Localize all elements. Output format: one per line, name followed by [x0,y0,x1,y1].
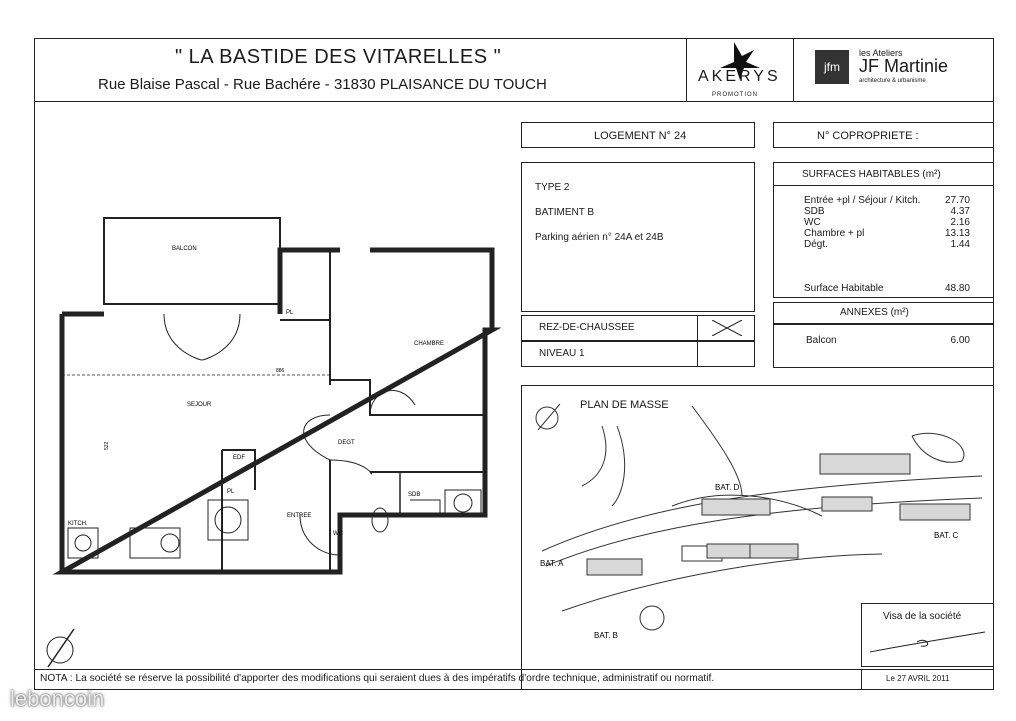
site-label-bat-b: BAT. B [594,631,618,640]
logement-parking: Parking aérien n° 24A et 24B [535,232,664,243]
plan-label-pl-chambre: PL [286,310,294,316]
site-label-bat-d: BAT. D [715,483,740,492]
visa-box [861,603,994,667]
architect-line2: JF Martinie [859,56,949,76]
plan-dimension-522: 522 [104,441,110,450]
site-label-bat-c: BAT. C [934,531,959,540]
niveau-check-cell [697,341,755,367]
plan-dimension-886: 886 [276,368,285,374]
footer-note: NOTA : La société se réserve la possibil… [40,673,715,684]
header-band [34,38,994,102]
logement-batiment: BATIMENT B [535,207,595,218]
akerys-logo: AKERYS PROMOTION [690,40,790,100]
surface-row: Entrée +pl / Séjour / Kitch.27.70 [804,195,970,206]
floor-plan: BALCON CHAMBRE SEJOUR DEGT ENTREE WC SDB… [52,217,502,575]
architect-line3: architecture & urbanisme [859,78,926,84]
plan-de-masse-title: PLAN DE MASSE [580,399,669,411]
project-title: " LA BASTIDE DES VITARELLES " [175,46,502,68]
plan-label-kitch: KITCH. [68,521,88,527]
architect-monogram-icon: jfm [815,50,849,84]
plan-label-entree: ENTREE [287,513,311,519]
plan-label-degt: DEGT [338,440,355,446]
plan-label-balcon: BALCON [172,246,197,252]
north-arrow-icon [46,628,75,668]
logement-label: LOGEMENT N° 24 [594,130,687,142]
niveau-label: NIVEAU 1 [539,348,585,359]
plan-label-pl-entry: PL [227,489,235,495]
plan-label-chambre: CHAMBRE [414,341,444,347]
site-label-bat-a: BAT. A [540,559,564,568]
rdc-cross-icon [712,320,742,336]
site-plan: BAT. A BAT. B BAT. C BAT. D [535,403,983,640]
plan-label-sejour: SEJOUR [187,402,212,408]
annexes-header: ANNEXES (m²) [840,307,909,318]
akerys-wordmark: AKERYS [698,68,781,85]
annexes-box [773,324,994,368]
copropriete-box [773,122,994,148]
plan-label-sdb: SDB [408,492,420,498]
annexes-header-box [773,302,994,324]
visa-date: Le 27 AVRIL 2011 [886,674,950,683]
plan-outer-wall [52,247,502,575]
logement-box [521,122,755,148]
akerys-star-icon [720,42,760,80]
logement-details-box [521,162,755,312]
akerys-logo-box [686,38,794,102]
architect-line1: les Ateliers [859,48,903,58]
watermark-leboncoin: leboncoin [10,686,105,711]
rdc-check-cell [697,315,755,341]
plan-label-edf: EDF [233,455,245,461]
akerys-subtitle: PROMOTION [712,92,758,98]
surfaces-header: SURFACES HABITABLES (m²) [802,169,941,180]
project-address: Rue Blaise Pascal - Rue Bachére - 31830 … [98,76,547,93]
copropriete-label: N° COPROPRIETE : [817,130,919,142]
plan-balcony [103,217,281,305]
architect-logo: jfm les Ateliers JF Martinie architectur… [815,48,985,88]
surfaces-header-box [773,162,994,186]
rdc-label: REZ-DE-CHAUSSEE [539,322,635,333]
plan-label-wc: WC [333,531,344,537]
signature-stroke [869,631,986,653]
surface-row: Dégt.1.44 [804,239,970,250]
visa-label: Visa de la société [883,611,962,622]
logement-type: TYPE 2 [535,182,570,193]
footer-date-cell [861,669,994,690]
